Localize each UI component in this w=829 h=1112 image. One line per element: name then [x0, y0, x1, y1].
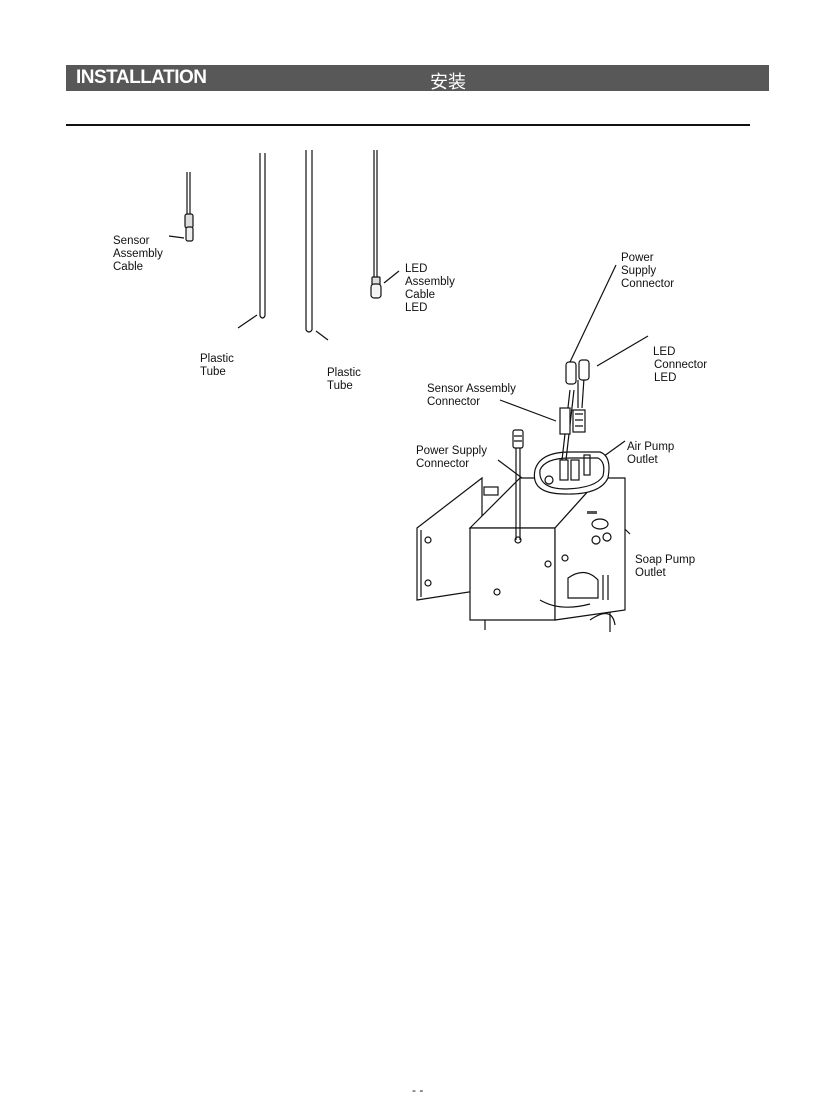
sensor-assembly-cable: [185, 172, 193, 241]
page-number: - -: [412, 1083, 423, 1097]
plastic-tube-1: [260, 153, 265, 318]
led-assembly-cable: [371, 150, 381, 298]
plastic-tube-2: [306, 150, 312, 332]
